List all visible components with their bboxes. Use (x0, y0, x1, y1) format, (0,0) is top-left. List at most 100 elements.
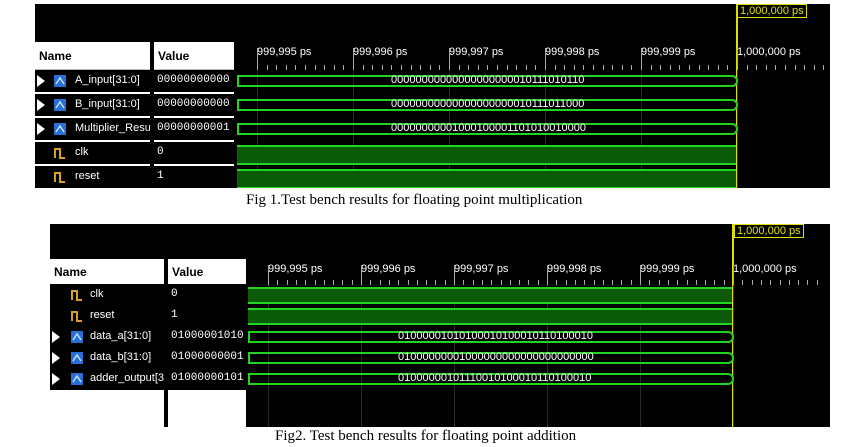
signal-name: reset (90, 309, 115, 321)
fig1-minor-tick (621, 65, 623, 70)
fig2-tick-mark (547, 265, 548, 285)
fig1-minor-tick (372, 65, 374, 70)
bus-waveform[interactable] (237, 123, 738, 135)
fig2-minor-tick (556, 280, 558, 285)
fig2-minor-tick (695, 280, 697, 285)
fig2-tick-mark (733, 265, 734, 285)
fig1-grid-line (353, 70, 354, 188)
bit-waveform[interactable] (248, 308, 732, 325)
expand-arrow-icon[interactable] (52, 352, 60, 364)
fig1-minor-tick (305, 65, 306, 70)
fig2-tick-label: 999,995 ps (268, 263, 323, 275)
fig1-tick-mark (641, 48, 642, 70)
fig1-minor-tick (429, 65, 431, 70)
bus-waveform[interactable] (248, 373, 734, 385)
expand-arrow-icon[interactable] (37, 99, 45, 111)
fig2-minor-tick (295, 280, 297, 285)
signal-value: 01000000001 (168, 347, 246, 369)
fig1-tick-mark (545, 48, 546, 70)
fig1-tick-mark (353, 48, 354, 70)
fig1-minor-tick (324, 65, 326, 70)
bus-waveform-value: 00000000000000000000010111011000 (391, 98, 585, 110)
signal-value: 0 (154, 142, 234, 164)
fig2-minor-tick (760, 280, 762, 285)
bus-waveform[interactable] (237, 75, 738, 87)
signal-row-multiplier-resu[interactable]: Multiplier_Resu (35, 118, 150, 140)
bus-signal-icon (70, 330, 84, 344)
signal-row-adder-output-3[interactable]: adder_output[3 (50, 368, 164, 390)
fig2-minor-tick (649, 280, 651, 285)
bus-waveform-value: 01000000101110010100010110100010 (398, 372, 592, 384)
signal-row-clk[interactable]: clk (50, 284, 164, 306)
fig1-minor-tick (794, 65, 796, 70)
fig1-minor-tick (602, 65, 604, 70)
fig2-minor-tick (807, 280, 809, 285)
fig1-minor-tick (679, 65, 681, 70)
bit-waveform[interactable] (237, 169, 736, 188)
fig1-minor-tick (765, 65, 767, 70)
fig2-minor-tick (500, 280, 502, 285)
bit-signal-icon (70, 288, 84, 302)
bus-waveform-value: 00000000000000000000010111010110 (391, 74, 585, 86)
fig2-minor-tick (277, 280, 279, 285)
signal-row-reset[interactable]: reset (35, 166, 150, 188)
fig2-tick-mark (268, 265, 269, 285)
fig1-cursor-label: 1,000,000 ps (737, 4, 807, 18)
fig1-value-header[interactable]: Value (154, 42, 234, 70)
signal-row-a-input-31-0-[interactable]: A_input[31:0] (35, 70, 150, 92)
fig2-value-header[interactable]: Value (168, 259, 246, 285)
signal-row-clk[interactable]: clk (35, 142, 150, 164)
fig2-minor-tick (351, 280, 353, 285)
bus-waveform[interactable] (248, 352, 734, 364)
fig1-time-ruler[interactable] (237, 42, 830, 70)
fig2-minor-tick (584, 280, 586, 285)
expand-arrow-icon[interactable] (37, 75, 45, 87)
fig2-minor-tick (723, 280, 725, 285)
bit-waveform[interactable] (237, 145, 736, 165)
bus-signal-icon (53, 122, 67, 136)
expand-arrow-icon[interactable] (37, 123, 45, 135)
bus-waveform[interactable] (248, 331, 734, 343)
fig1-minor-tick (775, 65, 777, 70)
bus-signal-icon (70, 351, 84, 365)
fig1-minor-tick (573, 65, 575, 70)
signal-value: 1 (168, 305, 246, 327)
fig2-tick-label: 999,997 ps (454, 263, 509, 275)
fig1-minor-tick (362, 65, 364, 70)
fig1-minor-tick (506, 65, 508, 70)
fig2-tick-mark (361, 265, 362, 285)
fig1-minor-tick (554, 65, 556, 70)
fig2-minor-tick (705, 280, 707, 285)
expand-arrow-icon[interactable] (52, 331, 60, 343)
fig2-minor-tick (435, 280, 437, 285)
fig2-minor-tick (593, 280, 595, 285)
signal-name: B_input[31:0] (75, 98, 140, 110)
expand-arrow-icon[interactable] (52, 373, 60, 385)
signal-value: 00000000000 (154, 70, 234, 92)
signal-row-b-input-31-0-[interactable]: B_input[31:0] (35, 94, 150, 116)
fig1-name-header[interactable]: Name (35, 42, 150, 70)
fig1-minor-tick (813, 65, 815, 70)
bus-waveform[interactable] (237, 99, 738, 111)
signal-row-data-a-31-0-[interactable]: data_a[31:0] (50, 326, 164, 348)
signal-row-reset[interactable]: reset (50, 305, 164, 327)
fig1-minor-tick (477, 65, 479, 70)
fig1-minor-tick (823, 65, 825, 70)
fig2-cursor-label: 1,000,000 ps (734, 224, 804, 238)
fig1-minor-tick (516, 65, 518, 70)
fig2-name-header[interactable]: Name (50, 259, 164, 285)
signal-value: 1 (154, 166, 234, 188)
fig2-minor-tick (463, 280, 465, 285)
signal-row-data-b-31-0-[interactable]: data_b[31:0] (50, 347, 164, 369)
fig2-tick-label: 999,999 ps (640, 263, 695, 275)
fig1-grid-line (641, 70, 642, 188)
fig2-minor-tick (314, 280, 316, 285)
bit-waveform[interactable] (248, 287, 732, 304)
fig2-minor-tick (370, 280, 372, 285)
fig1-minor-tick (439, 65, 441, 70)
fig1-minor-tick (314, 65, 316, 70)
fig2-minor-tick (770, 280, 772, 285)
